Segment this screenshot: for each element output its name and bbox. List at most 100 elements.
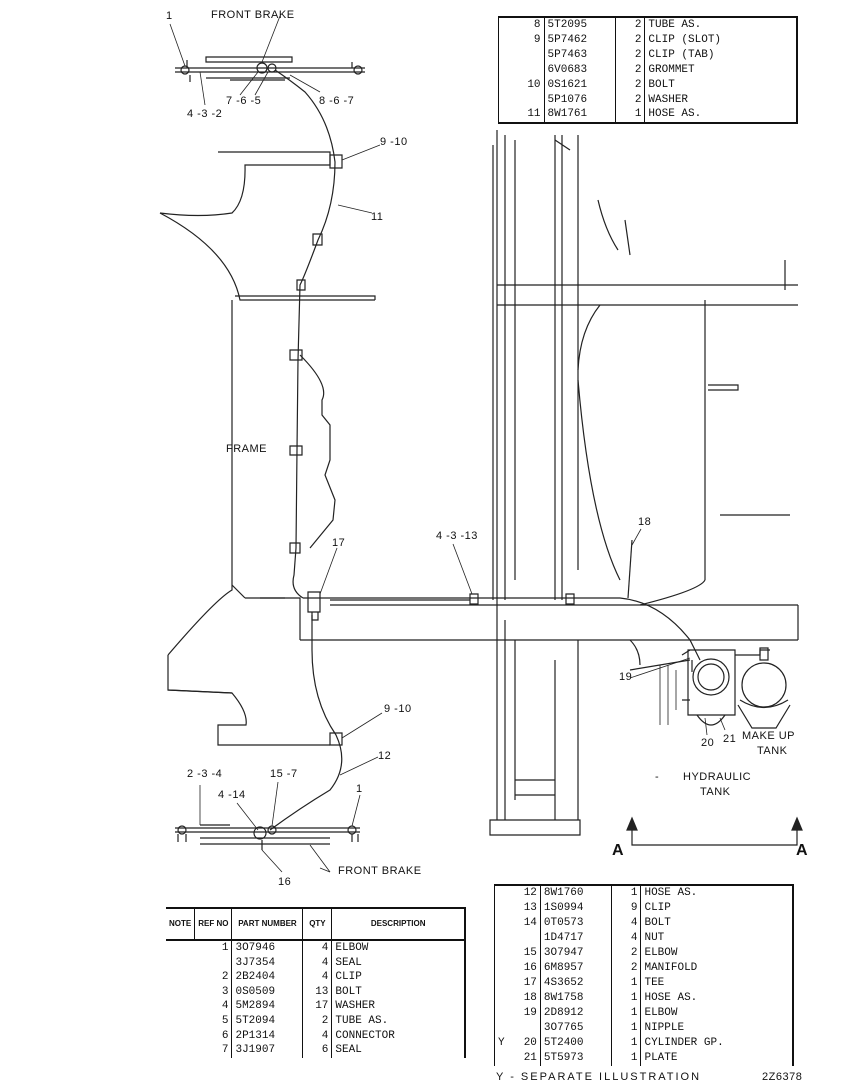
callout-16: 16 (278, 876, 292, 888)
frame-label: FRAME (226, 443, 267, 455)
note-cell (495, 991, 520, 1006)
header-note: NOTE (166, 908, 195, 941)
description-cell: MANIFOLD (644, 962, 698, 974)
ref-no-cell: 14 (519, 916, 541, 931)
note-cell (495, 946, 520, 961)
hose-clips (289, 154, 575, 746)
ref-no-cell: 2 (194, 970, 233, 985)
ref-no-cell: 20 (519, 1036, 541, 1051)
part-number-cell: 3J1907 (231, 1043, 304, 1058)
note-cell (499, 17, 524, 33)
ref-no-cell: 13 (519, 901, 541, 916)
ref-no-cell (523, 62, 545, 78)
callout-7-6-5: 7 -6 -5 (226, 95, 262, 107)
part-number-cell: 5M2894 (231, 999, 304, 1014)
ref-no-cell: 8 (523, 17, 545, 33)
callout-4-3-2: 4 -3 -2 (187, 108, 223, 120)
note-cell (495, 901, 520, 916)
note-cell (166, 1043, 195, 1058)
note-cell (166, 985, 195, 1000)
qty-cell: 2 (302, 1013, 333, 1029)
description-cell: TEE (644, 977, 665, 989)
callout-11: 11 (371, 211, 384, 223)
footnote: Y - SEPARATE ILLUSTRATION (496, 1071, 702, 1083)
drawing-number: 2Z6378 (762, 1071, 803, 1083)
description-cell: SEAL (335, 956, 362, 969)
ref-no-cell (519, 931, 541, 946)
callout-1-bottom: 1 (356, 783, 363, 795)
front-brake-top-assembly (175, 56, 365, 82)
description-cell: CLIP (644, 902, 671, 914)
qty-cell: 6 (302, 1043, 333, 1058)
ref-no-cell: 9 (523, 32, 545, 48)
description-cell: NIPPLE (644, 1022, 685, 1034)
qty-cell: 4 (302, 940, 333, 956)
qty-cell: 2 (615, 17, 646, 33)
part-number-cell: 0T0573 (540, 916, 612, 931)
description-cell: CLIP (335, 971, 362, 984)
section-a-left-label: A (612, 842, 625, 859)
note-cell (166, 999, 195, 1014)
qty-cell: 1 (611, 976, 642, 991)
callout-4-14: 4 -14 (218, 789, 246, 801)
note-cell (166, 940, 195, 956)
ref-no-cell: 6 (194, 1028, 233, 1044)
description-cell: BOLT (644, 917, 671, 929)
qty-cell: 2 (615, 47, 646, 63)
note-cell (495, 885, 520, 901)
front-brake-bottom-assembly (175, 824, 360, 850)
description-cell: PLATE (644, 1052, 678, 1064)
ref-no-cell: 7 (194, 1043, 233, 1058)
callout-21: 21 (723, 733, 737, 745)
ref-no-cell: 5 (194, 1013, 233, 1029)
hydraulic-tank-label: HYDRAULIC (683, 771, 752, 783)
callout-15-7: 15 -7 (270, 768, 298, 780)
part-number-cell: 5T5973 (540, 1051, 612, 1066)
ref-no-cell: 1 (194, 940, 233, 956)
callout-20: 20 (701, 737, 715, 749)
hydraulic-tank-label-2: TANK (700, 786, 731, 798)
note-cell (499, 63, 524, 78)
part-number-cell: 3O7947 (540, 946, 612, 961)
part-number-cell: 8W1758 (540, 991, 612, 1006)
ref-no-cell: 10 (523, 77, 545, 93)
ref-no-cell: 3 (194, 984, 233, 1000)
part-number-cell: 1D4717 (540, 931, 612, 946)
part-number-cell: 3J7354 (231, 955, 304, 971)
callout-8-6-7: 8 -6 -7 (319, 95, 355, 107)
description-cell: WASHER (335, 1000, 375, 1013)
note-cell (499, 33, 524, 48)
note-cell (499, 48, 524, 63)
hose-12 (269, 615, 343, 831)
part-number-cell: 5P1076 (544, 92, 616, 108)
part-number-cell: 5P7462 (544, 32, 616, 48)
callout-4-3-13: 4 -3 -13 (436, 530, 478, 542)
note-cell (495, 1006, 520, 1021)
part-number-cell: 6V0683 (544, 62, 616, 78)
tee-17 (307, 591, 321, 621)
ref-no-cell: 12 (519, 885, 541, 901)
part-number-cell: 5T2095 (544, 17, 616, 33)
callout-2-3-4: 2 -3 -4 (187, 768, 223, 780)
note-cell (499, 78, 524, 93)
frame-outline (159, 151, 798, 746)
description-cell: ELBOW (335, 942, 369, 954)
